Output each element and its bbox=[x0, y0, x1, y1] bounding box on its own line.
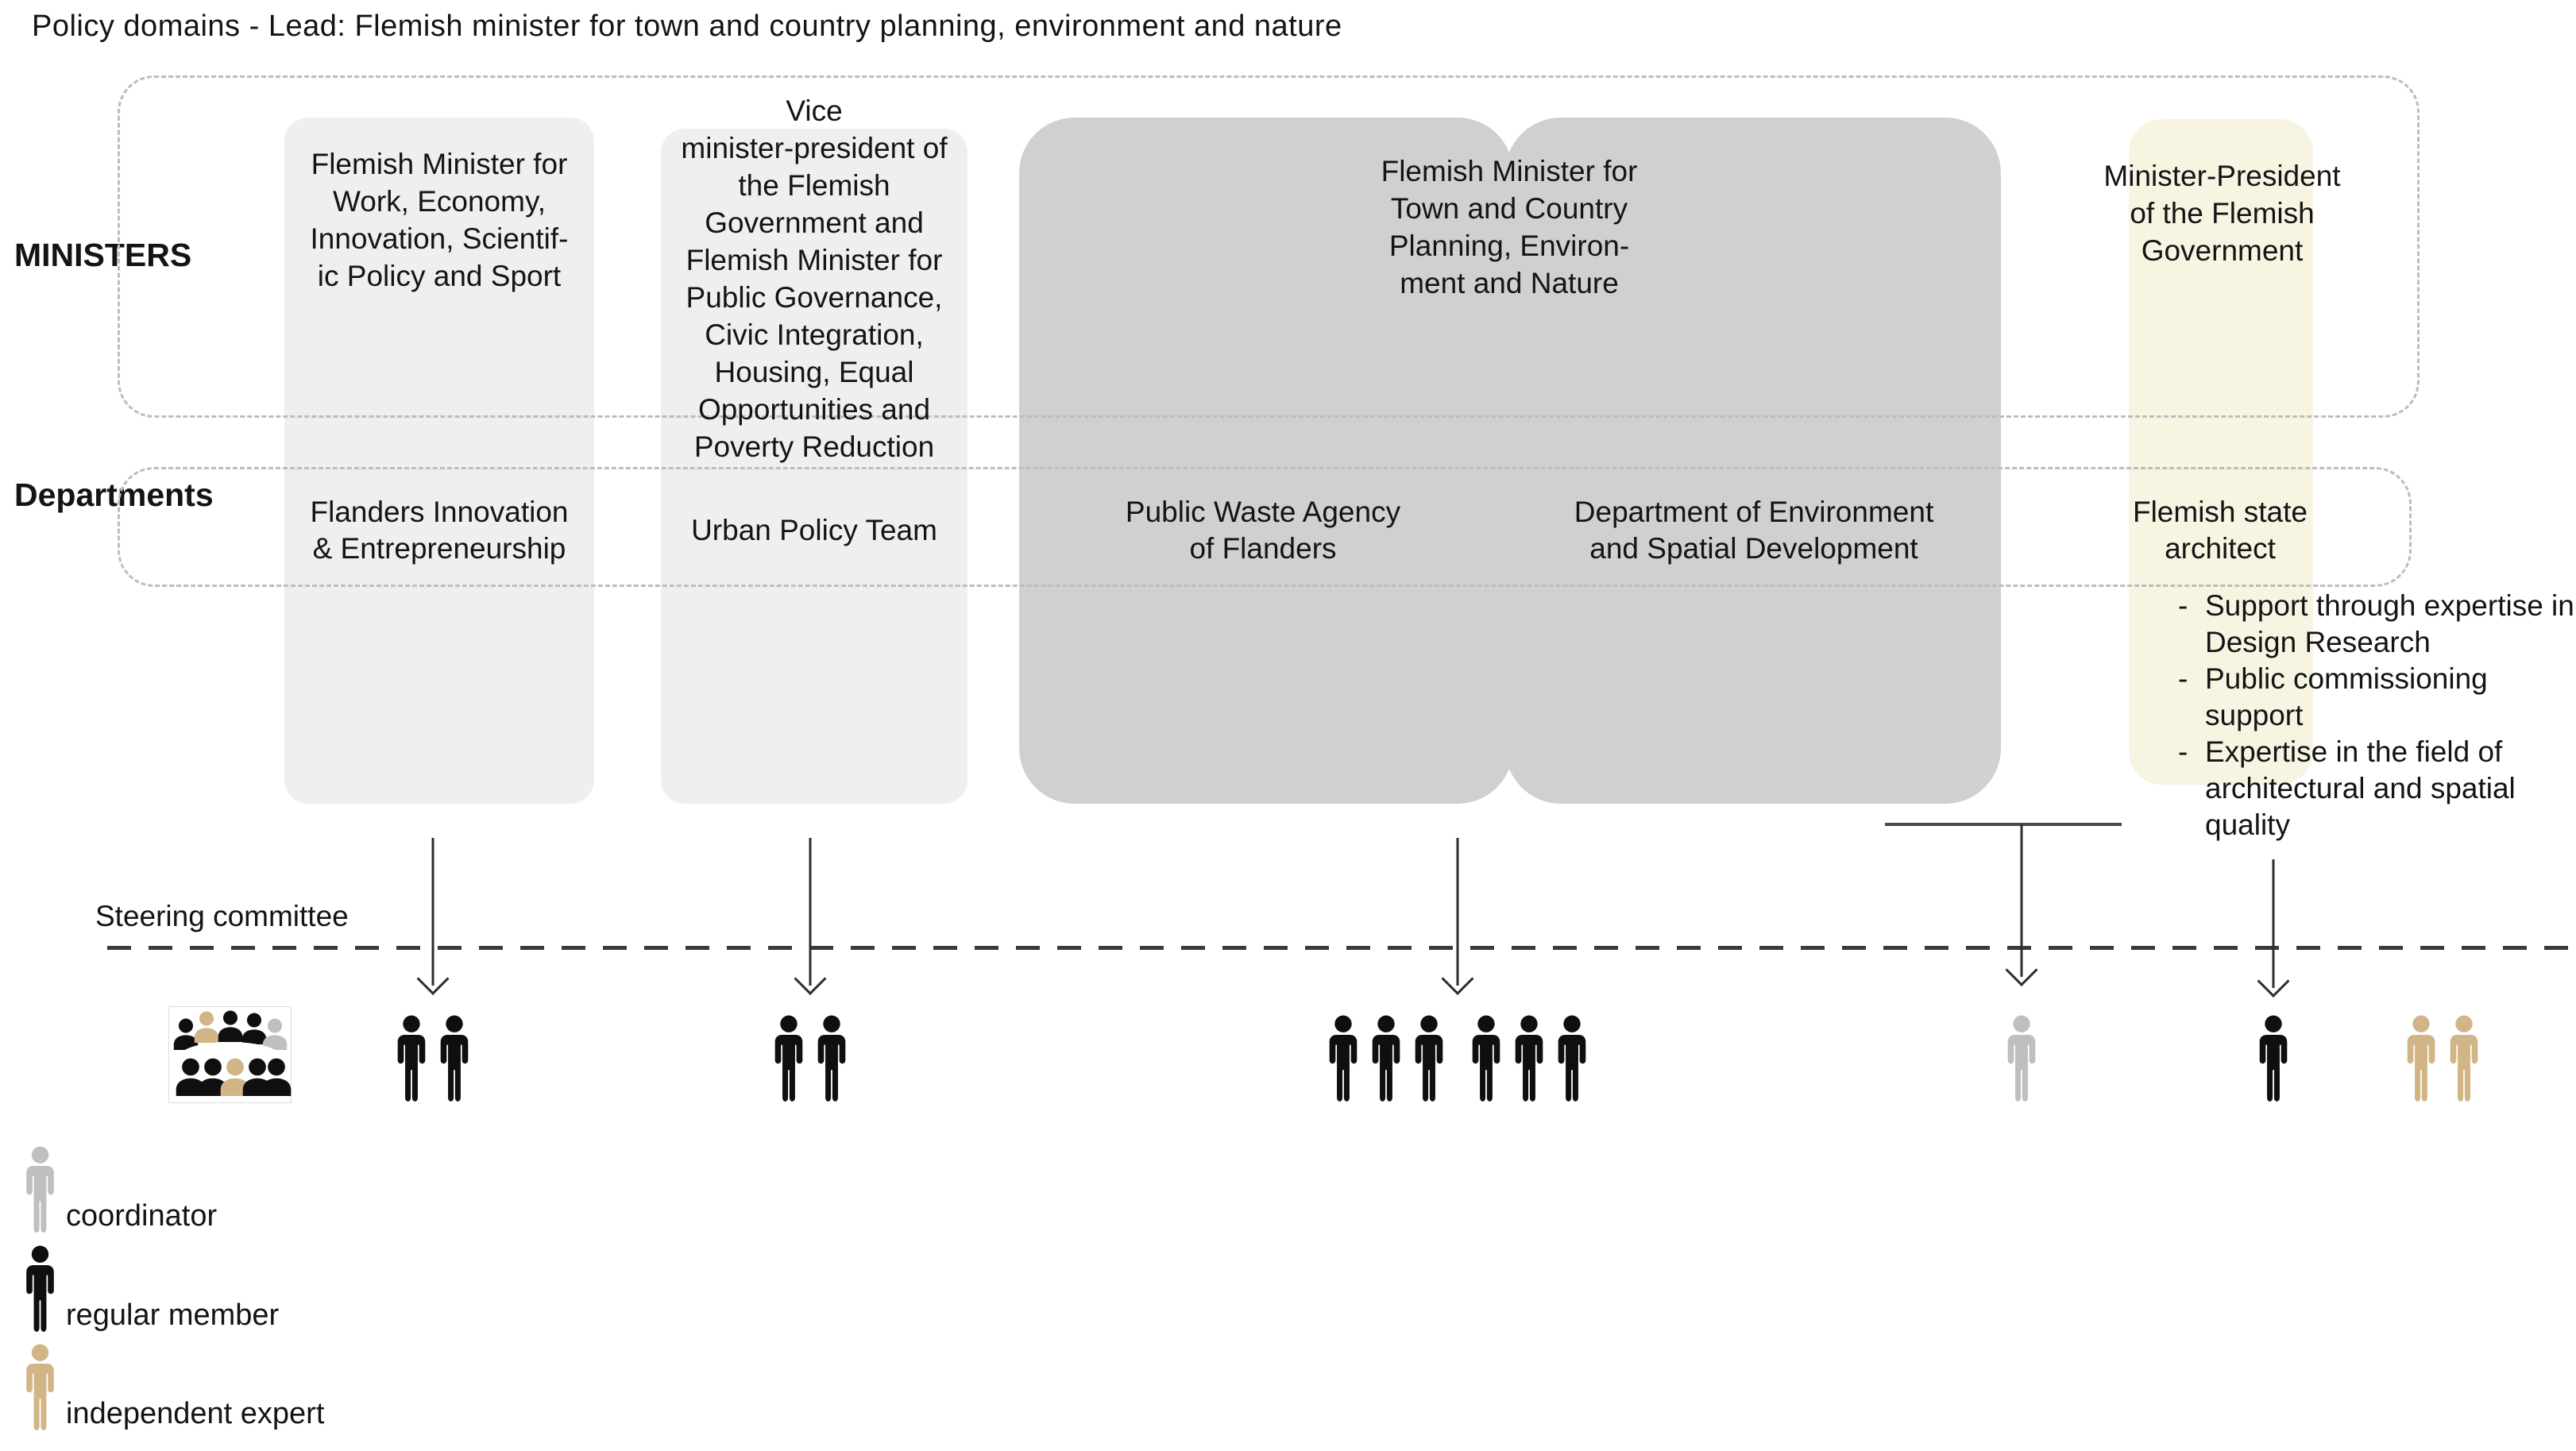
black-person-icon bbox=[1372, 1015, 1400, 1102]
bullet-dash: - bbox=[2178, 662, 2188, 695]
group-coordinator bbox=[2004, 1015, 2039, 1104]
tan-person-icon bbox=[2407, 1015, 2435, 1102]
minister-label-work: Flemish Minister for Work, Economy, Inno… bbox=[310, 148, 569, 292]
page-title: Policy domains - Lead: Flemish minister … bbox=[32, 10, 1342, 43]
tan-person-icon bbox=[2450, 1015, 2478, 1102]
minister-label-vice: Vice minister-president of the Flemish G… bbox=[681, 95, 948, 463]
tan-person-icon bbox=[26, 1344, 54, 1430]
black-person-icon bbox=[1472, 1015, 1500, 1102]
arrow-vice-to-committee bbox=[793, 838, 828, 996]
bullet-dash: - bbox=[2178, 589, 2188, 622]
black-person-icon bbox=[440, 1015, 469, 1102]
legend-label: independent expert bbox=[66, 1397, 325, 1430]
bullet-text: Expertise in the field of architectural … bbox=[2205, 735, 2516, 841]
black-person-icon bbox=[397, 1015, 426, 1102]
minister-label-town: Flemish Minister for Town and Country Pl… bbox=[1381, 155, 1638, 299]
dept-label-environment: Department of Environment and Spatial De… bbox=[1574, 496, 1934, 565]
arrow-town-to-committee bbox=[1440, 838, 1475, 996]
departments-row-label: Departments bbox=[14, 477, 214, 513]
arrow-work-to-committee bbox=[415, 838, 450, 996]
gray-person-icon bbox=[26, 1146, 54, 1233]
black-person-icon bbox=[1558, 1015, 1586, 1102]
group-urban-policy bbox=[771, 1015, 849, 1104]
minister-label-president: Minister-President of the Flemish Govern… bbox=[2103, 160, 2341, 267]
group-environment-dept bbox=[1469, 1015, 1589, 1104]
cream-box-minister-president bbox=[2129, 119, 2313, 785]
black-person-icon bbox=[26, 1245, 54, 1332]
gray-box-waste-agency bbox=[1019, 118, 1513, 804]
bracket-line bbox=[1885, 823, 2122, 826]
group-state-architect bbox=[2256, 1015, 2291, 1104]
committee-image bbox=[168, 1006, 292, 1103]
dept-label-flanders-innovation: Flanders Innovation & Entrepreneurship bbox=[310, 496, 569, 565]
bullet-text: Support through expertise in Design Rese… bbox=[2205, 589, 2574, 658]
legend-label: coordinator bbox=[66, 1199, 218, 1233]
legend-label: regular member bbox=[66, 1299, 280, 1332]
gray-person-icon bbox=[2007, 1015, 2036, 1102]
arrow-coordinator bbox=[2004, 824, 2039, 987]
bullet-dash: - bbox=[2178, 735, 2188, 768]
black-person-icon bbox=[817, 1015, 846, 1102]
black-person-icon bbox=[2259, 1015, 2288, 1102]
legend-item-independent-expert: independent expert bbox=[22, 1344, 324, 1433]
gray-box-environment bbox=[1505, 118, 2001, 804]
legend-item-regular-member: regular member bbox=[22, 1245, 279, 1334]
bullet-item: - Support through expertise in Design Re… bbox=[2178, 588, 2576, 661]
black-person-icon bbox=[1415, 1015, 1443, 1102]
dept-label-urban-policy: Urban Policy Team bbox=[691, 514, 937, 546]
bullet-item: - Expertise in the field of architectura… bbox=[2178, 734, 2576, 843]
group-independent-experts bbox=[2404, 1015, 2481, 1104]
black-person-icon bbox=[774, 1015, 803, 1102]
group-flanders-innovation bbox=[394, 1015, 472, 1104]
black-person-icon bbox=[1329, 1015, 1358, 1102]
black-person-icon bbox=[1515, 1015, 1543, 1102]
minister-box-vice bbox=[661, 129, 967, 804]
black-bust-icon bbox=[261, 1058, 292, 1096]
group-waste-agency bbox=[1326, 1015, 1446, 1104]
legend-item-coordinator: coordinator bbox=[22, 1146, 217, 1235]
dept-label-state-architect: Flemish state architect bbox=[2132, 496, 2308, 565]
state-architect-bullets: - Support through expertise in Design Re… bbox=[2178, 588, 2576, 843]
steering-committee-line bbox=[107, 946, 2576, 950]
ministers-row-label: MINISTERS bbox=[14, 237, 192, 273]
bullet-item: - Public commissioning support bbox=[2178, 661, 2576, 734]
bullet-text: Public commissioning support bbox=[2205, 662, 2488, 731]
minister-box-work bbox=[284, 118, 594, 804]
arrow-state-architect bbox=[2256, 859, 2291, 998]
steering-committee-label: Steering committee bbox=[95, 900, 349, 932]
dept-label-waste-agency: Public Waste Agency of Flanders bbox=[1125, 496, 1401, 565]
